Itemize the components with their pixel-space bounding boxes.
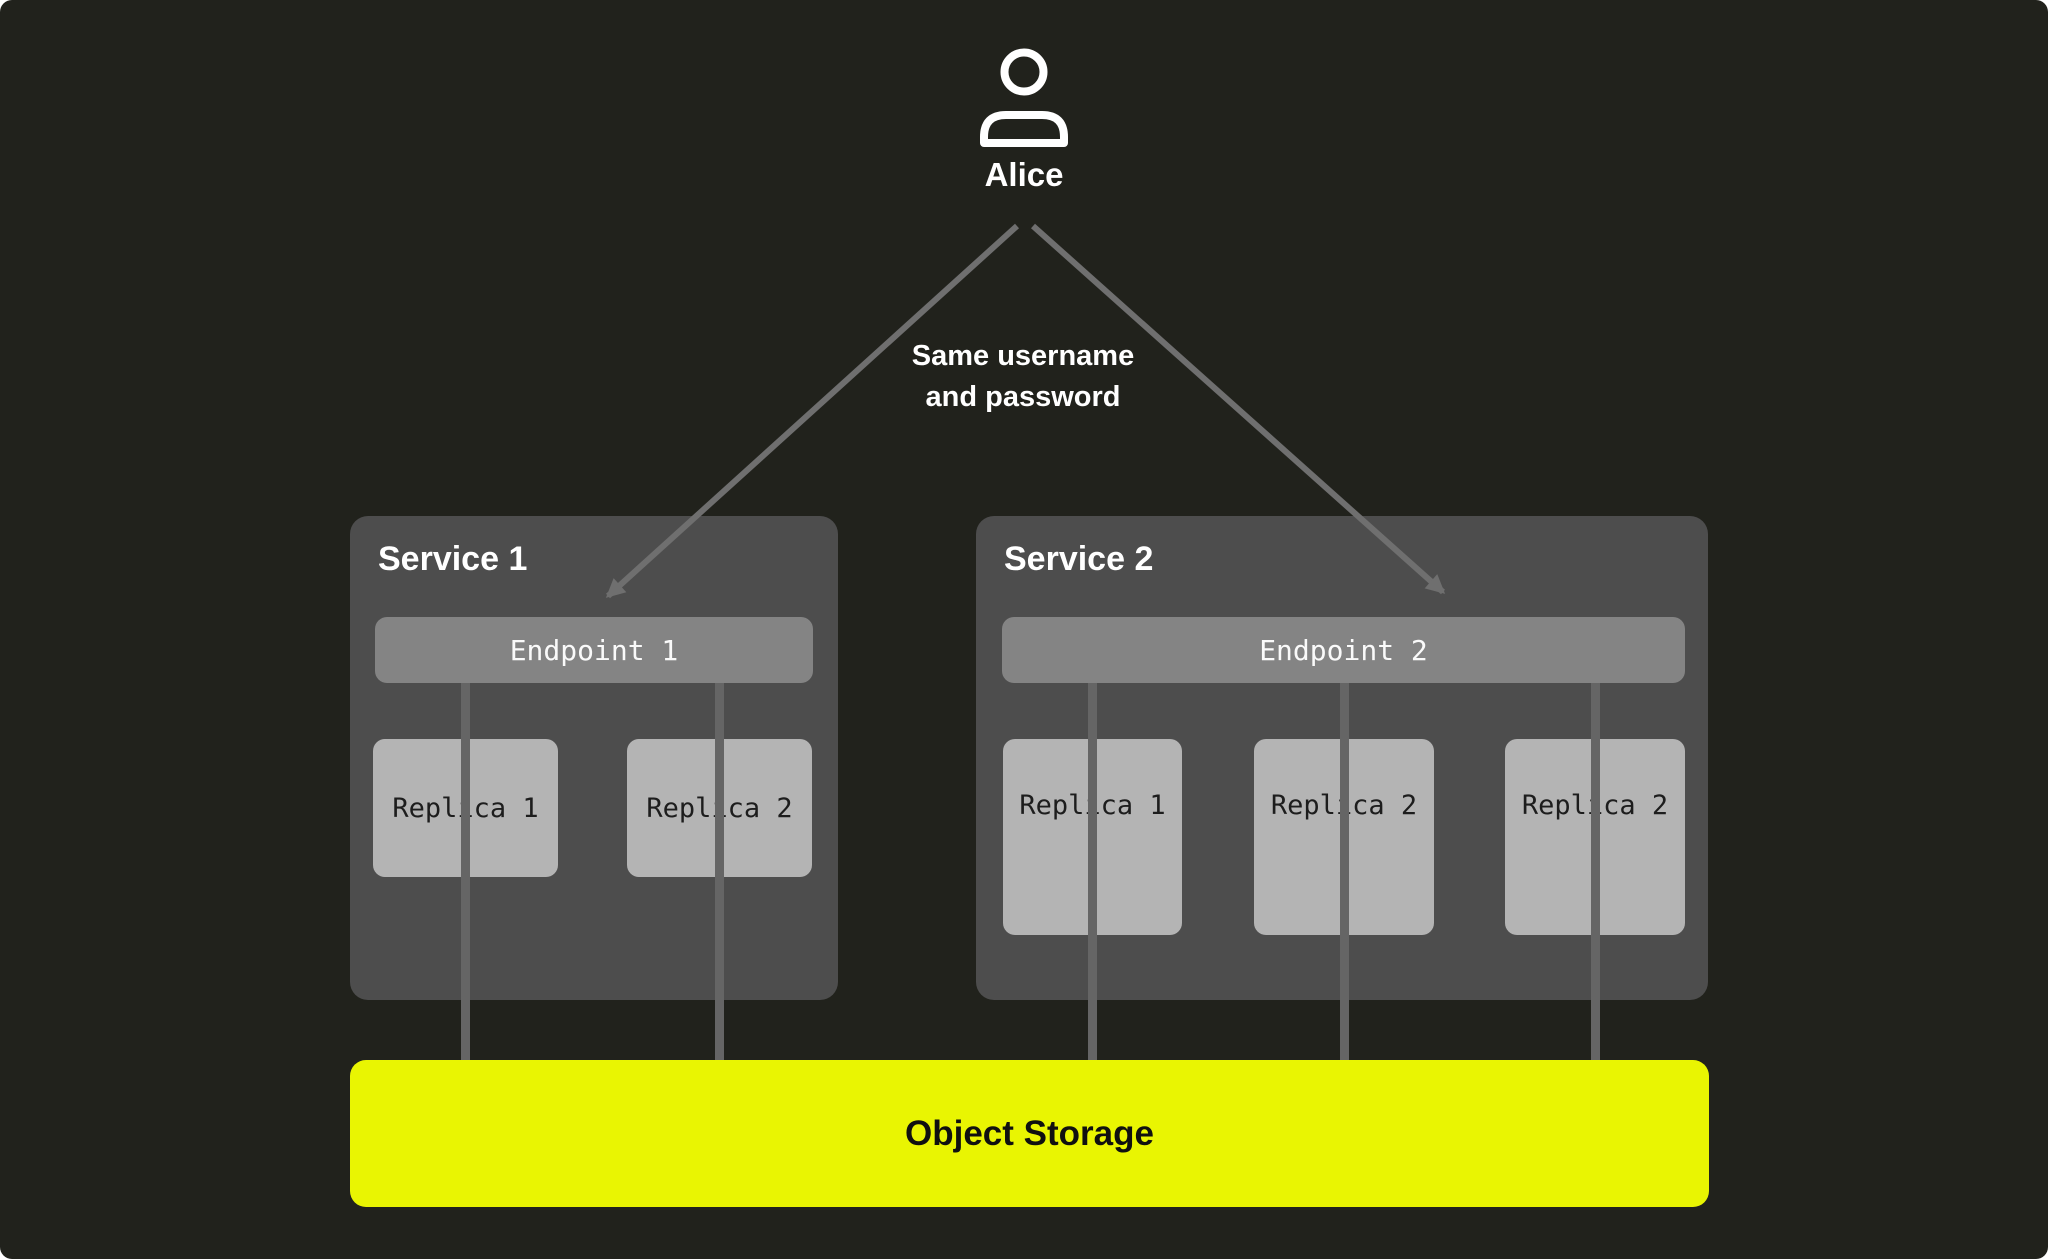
connection-label-line2: and password (925, 381, 1121, 413)
connector-line-s2-replica2 (1340, 683, 1349, 1060)
connector-line-s2-replica1 (1088, 683, 1097, 1060)
connection-label: Same username and password (823, 336, 1223, 418)
connector-line-s1-replica2 (715, 683, 724, 1060)
service-1-box: Service 1 Endpoint 1 Replica 1 Replica 2 (350, 516, 838, 1000)
connection-label-line1: Same username (911, 340, 1135, 372)
user-label: Alice (984, 156, 1064, 193)
connector-line-s2-replica3 (1591, 683, 1600, 1060)
service-2-endpoint: Endpoint 2 (1002, 617, 1685, 683)
service-1-title: Service 1 (378, 540, 528, 578)
service-1-endpoint: Endpoint 1 (375, 617, 813, 683)
person-icon (980, 48, 1068, 147)
object-storage-label: Object Storage (905, 1113, 1154, 1153)
connector-line-s1-replica1 (461, 683, 470, 1060)
service-2-title: Service 2 (1004, 540, 1154, 578)
object-storage-bar: Object Storage (350, 1060, 1709, 1207)
